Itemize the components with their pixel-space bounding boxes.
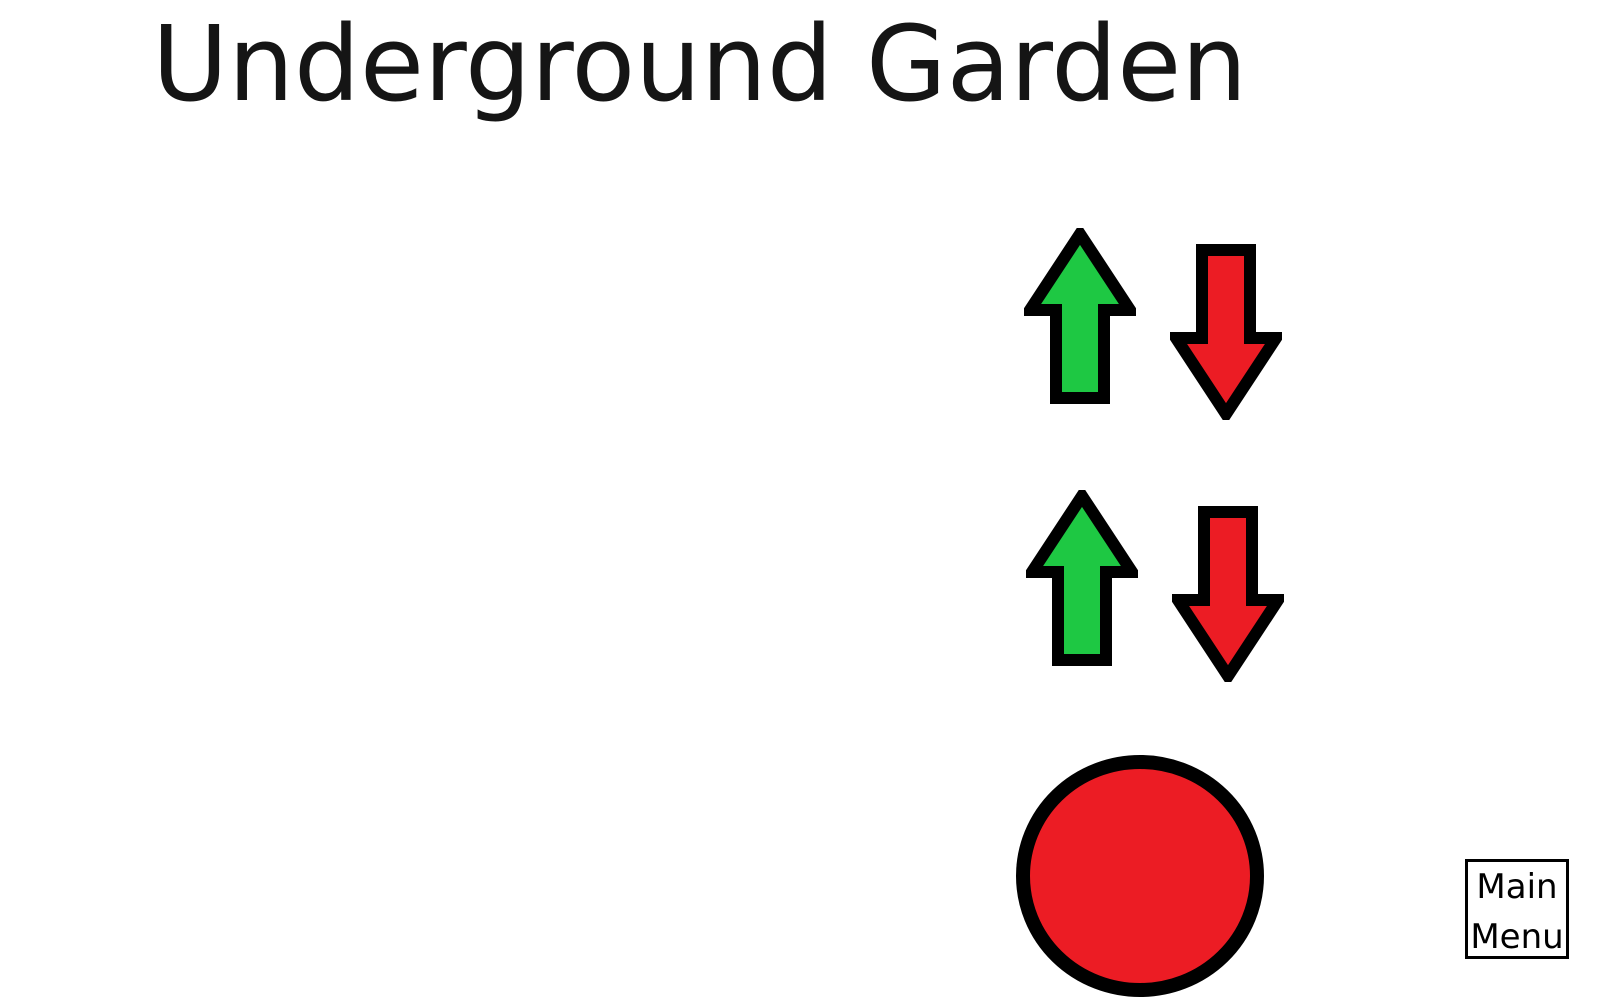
main-menu-label-line2: Menu bbox=[1470, 917, 1564, 957]
down-arrow-button-2[interactable] bbox=[1172, 506, 1284, 682]
green-up-arrow-icon bbox=[1024, 228, 1136, 404]
red-circle-button[interactable] bbox=[1015, 751, 1265, 1000]
up-arrow-button-1[interactable] bbox=[1024, 228, 1136, 404]
red-down-arrow-icon bbox=[1170, 244, 1282, 420]
red-down-arrow-icon bbox=[1172, 506, 1284, 682]
green-up-arrow-icon bbox=[1026, 490, 1138, 666]
screen-title: Underground Garden bbox=[152, 3, 1248, 125]
down-arrow-button-1[interactable] bbox=[1170, 244, 1282, 420]
red-circle-icon bbox=[1016, 755, 1264, 997]
main-menu-label-line1: Main bbox=[1476, 867, 1558, 907]
main-menu-button[interactable]: Main Menu bbox=[1465, 859, 1569, 959]
up-arrow-button-2[interactable] bbox=[1026, 490, 1138, 666]
